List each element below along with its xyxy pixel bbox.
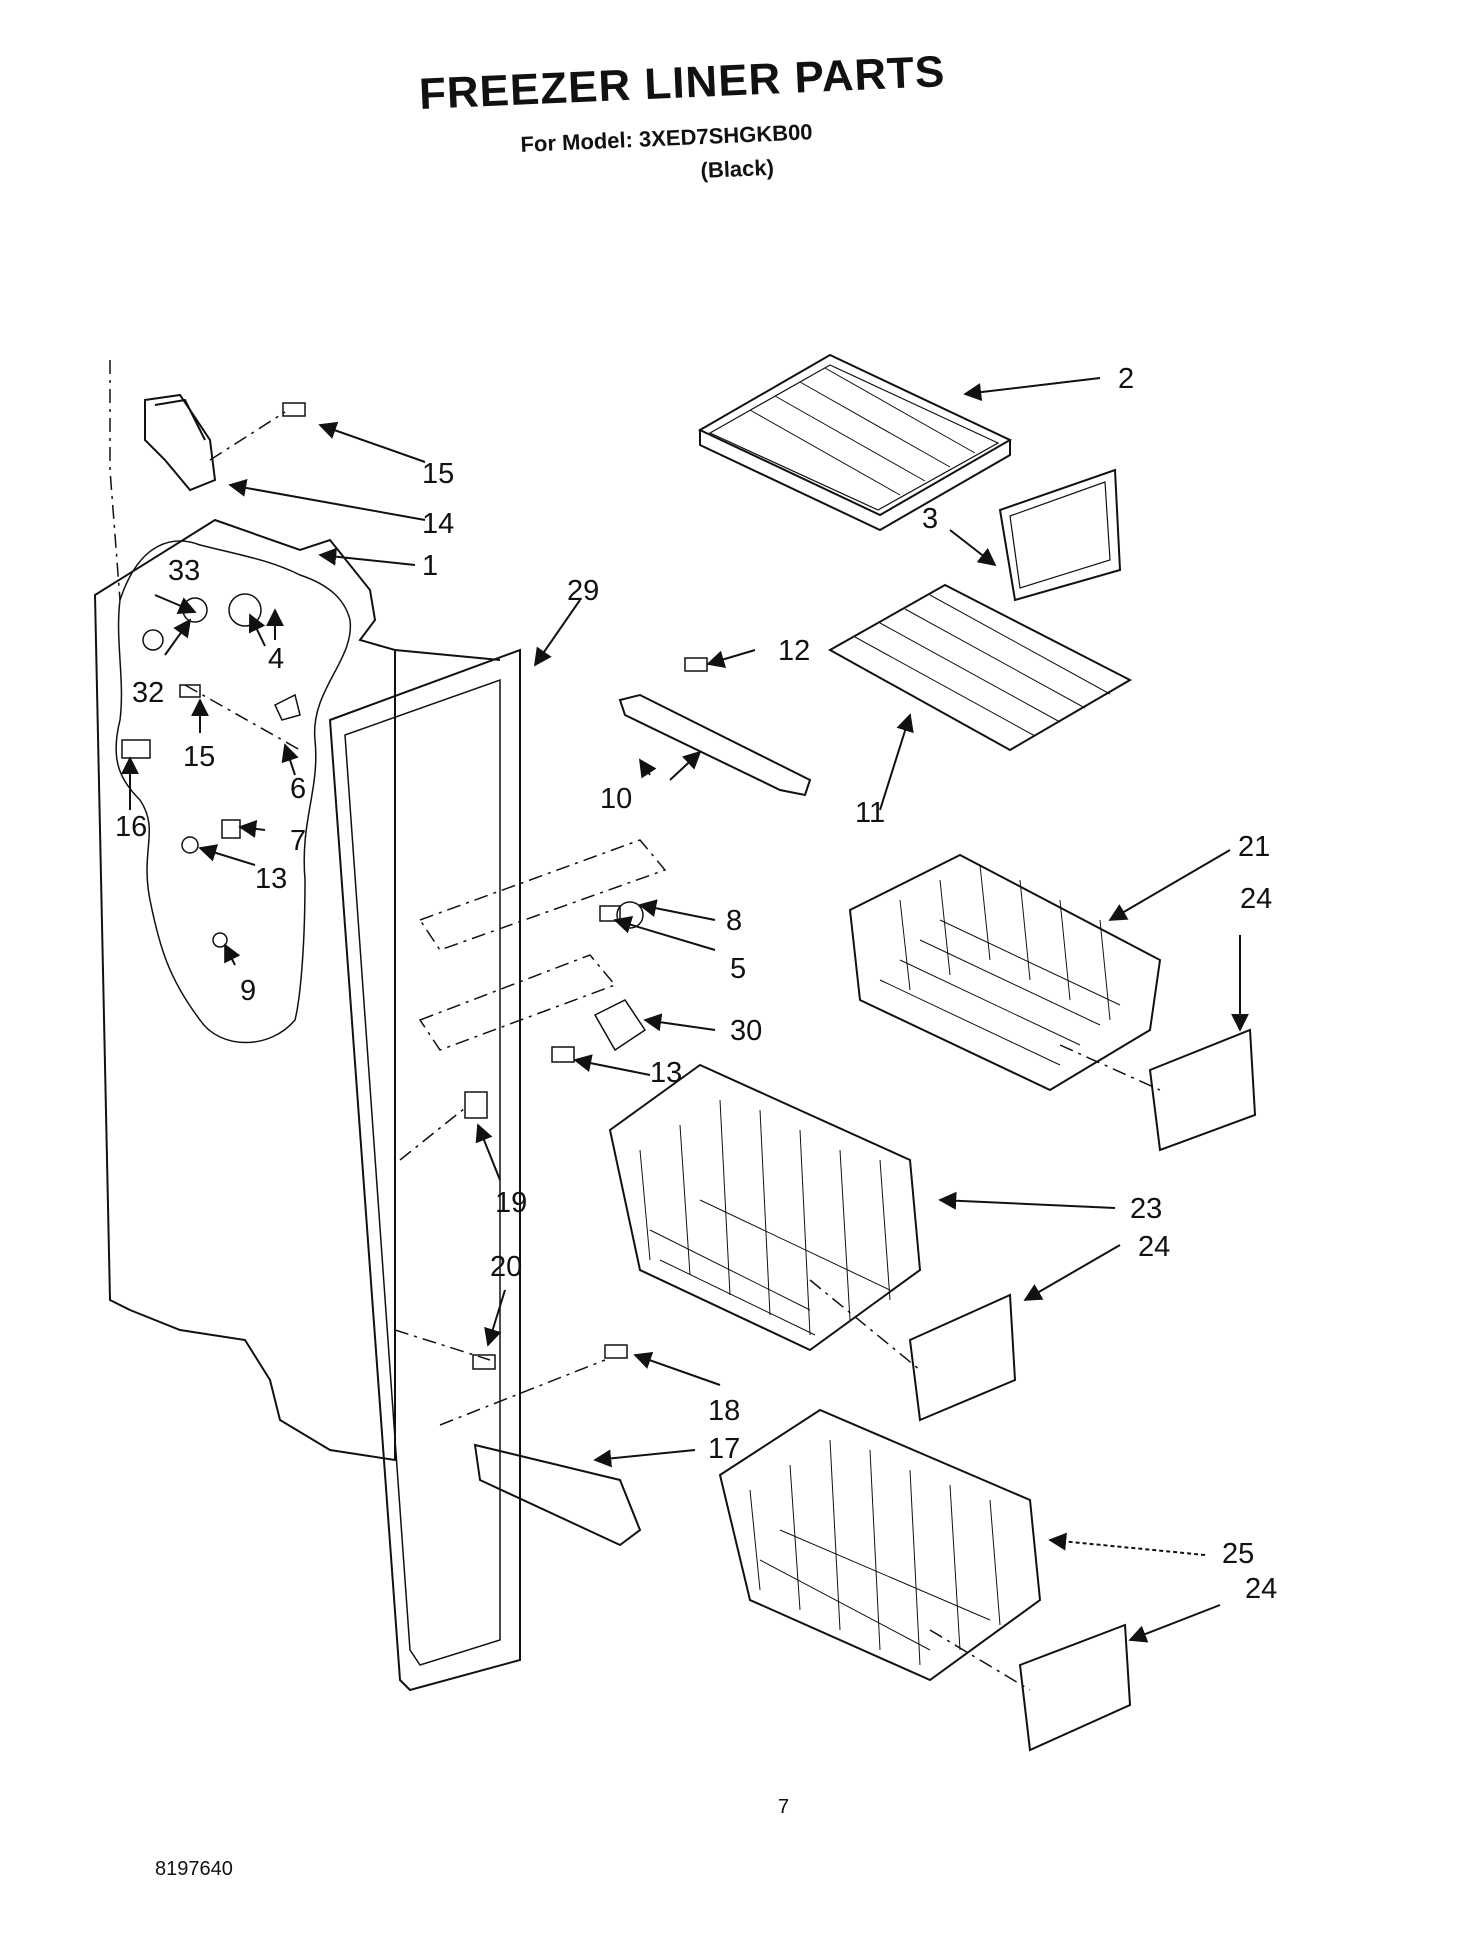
- wire-harness: [115, 540, 352, 1044]
- freezer-liner: [93, 360, 521, 1692]
- callout-9: 9: [240, 975, 256, 1007]
- callout-15-lower: 15: [183, 741, 215, 773]
- callout-19: 19: [495, 1187, 527, 1219]
- callout-24-upper: 24: [1240, 883, 1272, 915]
- callout-16: 16: [115, 811, 147, 843]
- handle-part: [144, 393, 217, 492]
- callout-1: 1: [422, 550, 438, 582]
- callout-7: 7: [290, 825, 306, 857]
- callout-8: 8: [726, 905, 742, 937]
- callout-24-lower: 24: [1245, 1573, 1277, 1605]
- callout-25: 25: [1222, 1538, 1254, 1570]
- callout-29: 29: [567, 575, 599, 607]
- callout-14: 14: [422, 508, 454, 540]
- wire-shelf: [827, 583, 1133, 752]
- callout-21: 21: [1238, 831, 1270, 863]
- leader-dashes: [184, 411, 1161, 1691]
- callout-30: 30: [730, 1015, 762, 1047]
- document-number: 8197640: [155, 1858, 233, 1880]
- basket-lower: [718, 1408, 1042, 1682]
- callout-5: 5: [730, 953, 746, 985]
- callout-32: 32: [132, 677, 164, 709]
- basket-trim-upper: [1148, 1028, 1257, 1152]
- callout-4: 4: [268, 643, 284, 675]
- callout-13-lower: 13: [650, 1057, 682, 1089]
- shelf-trim: [998, 468, 1122, 602]
- basket-trim-middle: [908, 1293, 1017, 1422]
- callout-6: 6: [290, 773, 306, 805]
- basket-trim-lower: [1018, 1623, 1132, 1752]
- callout-11: 11: [855, 797, 885, 829]
- page-number: 7: [778, 1796, 790, 1818]
- callout-20: 20: [490, 1251, 522, 1283]
- callout-arrows: [121, 377, 1249, 1643]
- callout-33: 33: [168, 555, 200, 587]
- callout-10: 10: [600, 783, 632, 815]
- callout-3: 3: [922, 503, 938, 535]
- kick-plate: [473, 1443, 642, 1547]
- callout-15-upper: 15: [422, 458, 454, 490]
- callout-12: 12: [778, 635, 810, 667]
- hardware-parts: [121, 402, 708, 1370]
- shelf-support: [618, 693, 812, 797]
- callout-24-middle: 24: [1138, 1231, 1170, 1263]
- callout-17: 17: [708, 1433, 740, 1465]
- basket-middle: [608, 1063, 922, 1352]
- callout-2: 2: [1118, 363, 1134, 395]
- callout-13-upper: 13: [255, 863, 287, 895]
- shelf-frame: [697, 353, 1013, 532]
- callout-18: 18: [708, 1395, 740, 1427]
- callout-23: 23: [1130, 1193, 1162, 1225]
- basket-upper: [848, 853, 1162, 1092]
